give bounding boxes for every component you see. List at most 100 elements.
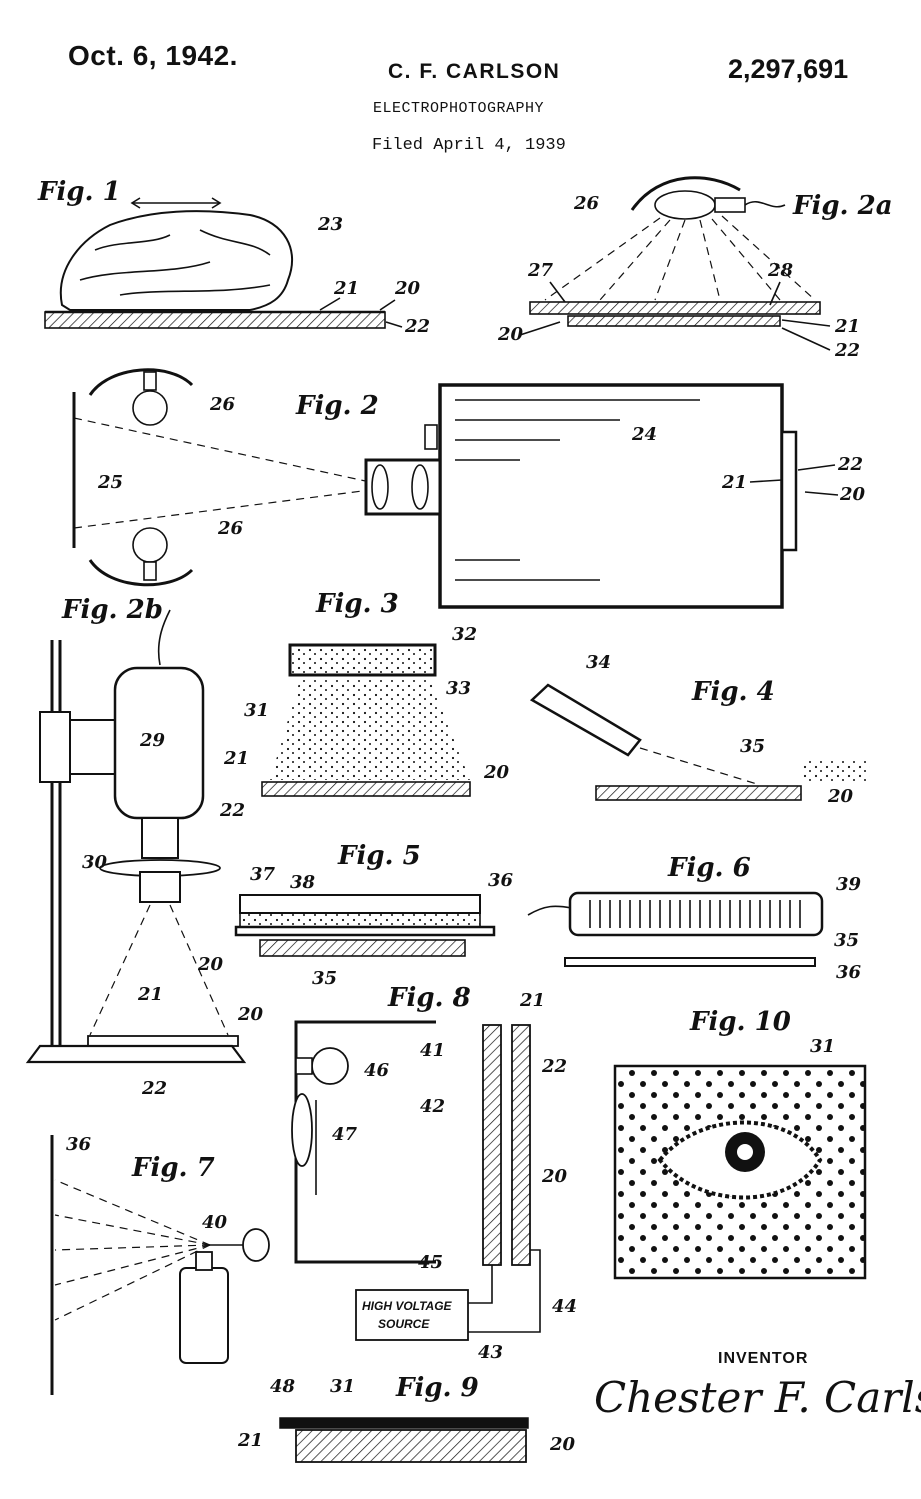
- lamp-46-icon: [311, 1047, 349, 1085]
- ref-21c: 21: [721, 472, 747, 493]
- ref-44: 44: [552, 1296, 577, 1317]
- figure-1: Fig. 1 23 21 20 22: [37, 177, 430, 337]
- figure-2b: Fig. 2b 29 30 21 20 22: [25, 595, 264, 1099]
- atomizer-bottle-icon: [179, 1267, 229, 1364]
- hv-box-line2: SOURCE: [378, 1317, 430, 1331]
- ref-28: 28: [767, 260, 794, 281]
- ref-34: 34: [586, 652, 611, 673]
- ref-20g: 20: [197, 954, 224, 975]
- ref-23: 23: [317, 214, 343, 235]
- figure-2a: Fig. 2a 26 27 28 21 20 22: [497, 176, 893, 361]
- ref-22d: 22: [141, 1078, 167, 1099]
- ref-48: 48: [270, 1376, 296, 1397]
- patent-date: Oct. 6, 1942.: [68, 40, 238, 71]
- figure-9-label: Fig. 9: [395, 1373, 479, 1403]
- ref-20e: 20: [483, 762, 510, 783]
- ref-20f: 20: [827, 786, 854, 807]
- ref-21f: 21: [519, 990, 545, 1011]
- figure-3-label: Fig. 3: [315, 589, 399, 619]
- figure-5-label: Fig. 5: [337, 841, 421, 871]
- heater-39: [568, 891, 824, 937]
- ref-21: 21: [333, 278, 359, 299]
- ref-22b: 22: [834, 340, 860, 361]
- figure-5: Fig. 5 37 38 36 20 35: [197, 841, 514, 989]
- patent-title: ELECTROPHOTOGRAPHY: [373, 100, 545, 117]
- ref-36c: 36: [66, 1134, 92, 1155]
- ref-21e: 21: [223, 748, 249, 769]
- ref-20i: 20: [549, 1434, 576, 1455]
- figure-10-label: Fig. 10: [689, 1007, 791, 1037]
- ref-24: 24: [631, 424, 657, 445]
- ref-20d: 20: [237, 1004, 264, 1025]
- ref-26c: 26: [217, 518, 244, 539]
- ref-22e: 22: [219, 800, 245, 821]
- ref-20c: 20: [839, 484, 866, 505]
- ref-27: 27: [527, 260, 554, 281]
- hv-source-box-45: [355, 1289, 469, 1341]
- ref-20b: 20: [497, 324, 524, 345]
- ref-42: 42: [420, 1096, 445, 1117]
- ref-21b: 21: [834, 316, 860, 337]
- plate-22: [44, 311, 386, 329]
- ref-47: 47: [332, 1124, 358, 1145]
- ref-43: 43: [478, 1342, 503, 1363]
- ref-22f: 22: [541, 1056, 567, 1077]
- ref-20: 20: [394, 278, 421, 299]
- figure-1-label: Fig. 1: [37, 177, 121, 207]
- ref-46: 46: [364, 1060, 390, 1081]
- ref-35b: 35: [312, 968, 337, 989]
- ref-26: 26: [573, 193, 600, 214]
- figure-2-label: Fig. 2: [295, 391, 379, 421]
- ref-39: 39: [836, 874, 862, 895]
- original-object-23: [59, 210, 294, 311]
- ref-38: 38: [290, 872, 316, 893]
- ref-45: 45: [418, 1252, 443, 1273]
- ref-37: 37: [250, 864, 276, 885]
- camera-body-24: [438, 383, 784, 609]
- figure-2a-label: Fig. 2a: [792, 191, 893, 221]
- figure-6-label: Fig. 6: [667, 853, 751, 883]
- figure-6: Fig. 6 39 35 36: [527, 853, 862, 983]
- ref-36: 36: [488, 870, 514, 891]
- hv-box-line1: HIGH VOLTAGE: [362, 1299, 453, 1313]
- ref-31b: 31: [810, 1036, 835, 1057]
- lamp-upper-icon: [88, 368, 194, 426]
- figure-7-label: Fig. 7: [131, 1153, 215, 1183]
- ref-21d: 21: [137, 984, 163, 1005]
- ref-29: 29: [139, 730, 166, 751]
- figure-4: Fig. 4 34 35 20: [529, 652, 870, 807]
- inventor-name-header: C. F. CARLSON: [388, 60, 561, 83]
- patent-number: 2,297,691: [728, 54, 849, 84]
- ref-30: 30: [82, 852, 108, 873]
- figure-3: Fig. 3 32 33 31 21 20 22: [219, 589, 510, 821]
- ref-25: 25: [97, 472, 123, 493]
- ref-33: 33: [446, 678, 471, 699]
- ref-26b: 26: [209, 394, 236, 415]
- inventor-signature: Chester F. Carlson: [594, 1373, 921, 1422]
- double-arrow-icon: [130, 197, 222, 209]
- ref-31c: 31: [330, 1376, 355, 1397]
- ref-22c: 22: [837, 454, 863, 475]
- ref-35: 35: [740, 736, 765, 757]
- ref-31: 31: [244, 700, 269, 721]
- ref-35c: 35: [834, 930, 859, 951]
- ref-20h: 20: [541, 1166, 568, 1187]
- figure-2: Fig. 2 25 26 26: [72, 368, 866, 609]
- lamp-bulb-icon: [654, 190, 716, 220]
- ref-32: 32: [452, 624, 477, 645]
- ref-41: 41: [420, 1040, 445, 1061]
- ref-40: 40: [202, 1212, 228, 1233]
- filing-date: Filed April 4, 1939: [372, 136, 566, 155]
- figure-10: Fig. 10 31: [613, 1007, 867, 1280]
- ref-21g: 21: [237, 1430, 263, 1451]
- figure-2b-label: Fig. 2b: [61, 595, 163, 625]
- ref-36b: 36: [836, 962, 862, 983]
- figure-9: Fig. 9 48 31 21 20: [237, 1373, 576, 1463]
- inventor-label: INVENTOR: [718, 1350, 809, 1367]
- figure-4-label: Fig. 4: [691, 677, 775, 707]
- lamp-lower-icon: [88, 527, 194, 587]
- ref-22: 22: [404, 316, 430, 337]
- figure-8: Fig. 8 HIGH VOLTAGE SOURCE 41 21 22 46 4…: [291, 983, 577, 1363]
